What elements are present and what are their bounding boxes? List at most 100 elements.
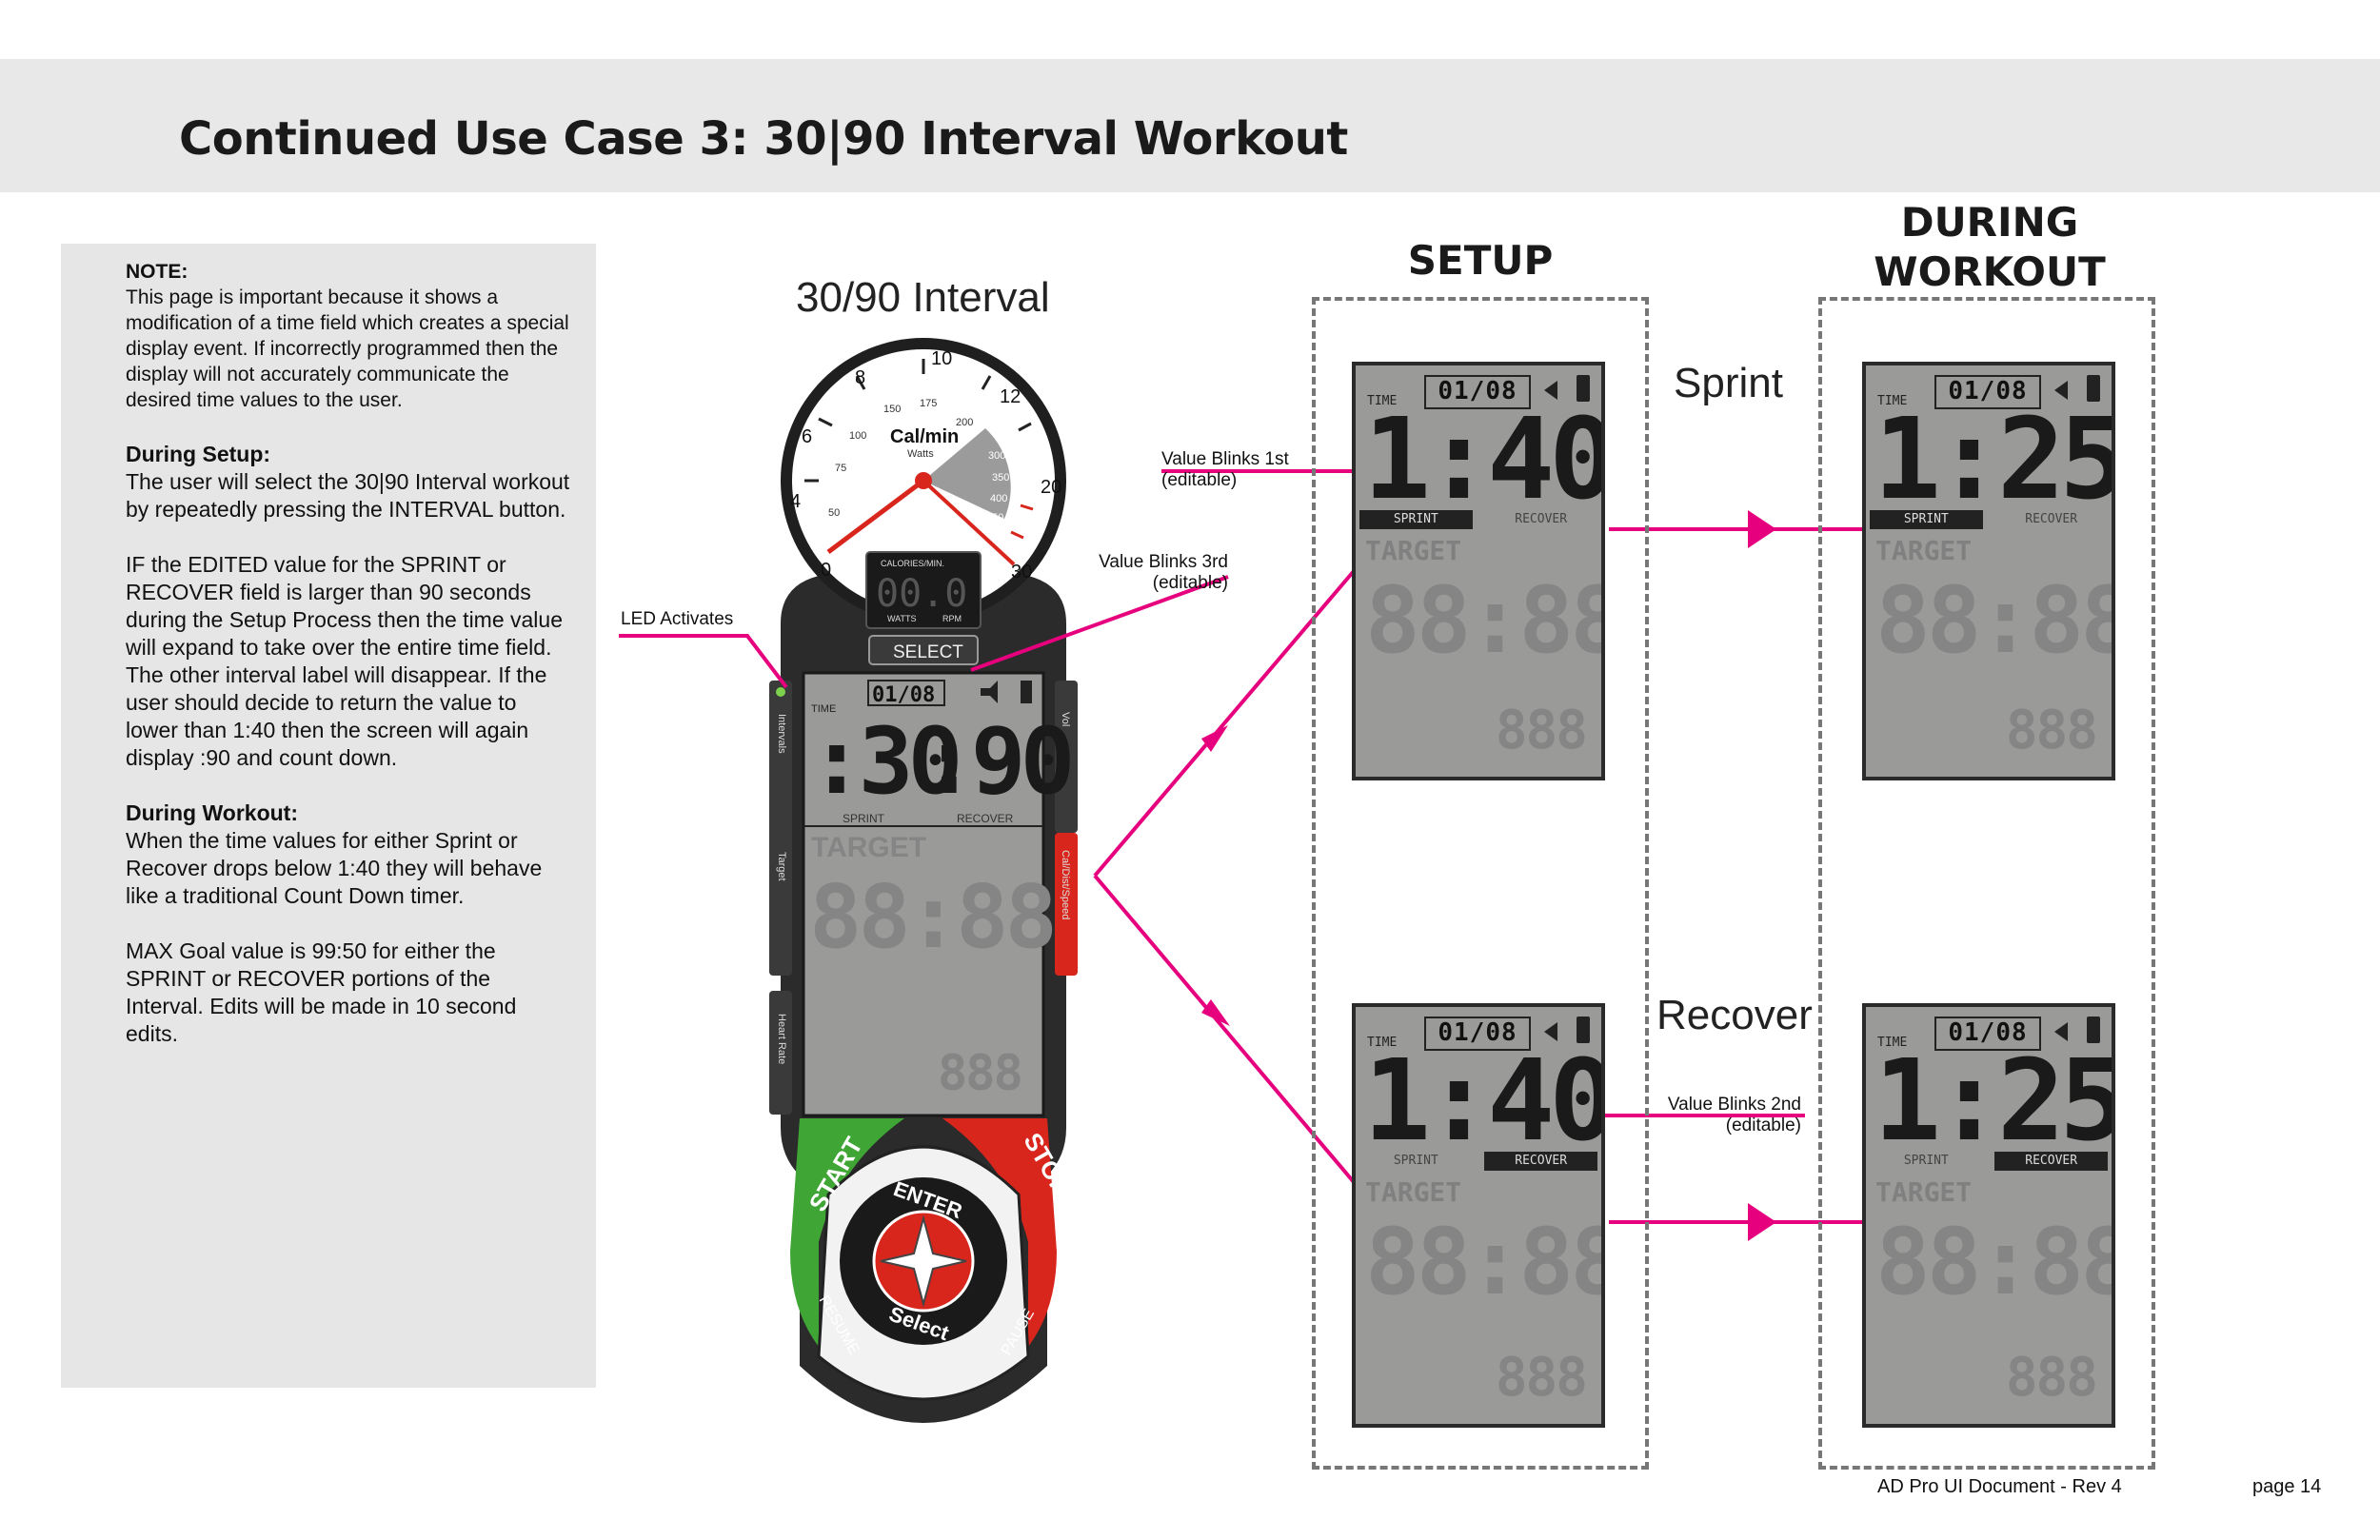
blink3-callout-line <box>970 575 1229 672</box>
lcd-time-label: TIME <box>1877 1036 1908 1050</box>
lcd-target-label: TARGET <box>1365 535 1462 566</box>
device-lcd-ghost-small: 888 <box>938 1045 1021 1102</box>
gauge-needle-red <box>826 479 925 554</box>
select-label: SELECT <box>893 642 963 662</box>
lcd-ghost-small: 888 <box>1495 700 1588 761</box>
during-dashed-box <box>1818 297 2155 1470</box>
side-label-target: Target <box>776 852 787 881</box>
led-indicator <box>776 687 785 697</box>
side-label-intervals: Intervals <box>776 714 787 754</box>
blink1-sub: (editable) <box>1161 470 1238 490</box>
lcd-tab-sprint: SPRINT <box>1903 1154 1949 1168</box>
side-label-heartrate: Heart Rate <box>776 1014 787 1064</box>
gauge-inner-175: 175 <box>920 398 937 409</box>
gauge-inner-350: 350 <box>992 472 1009 484</box>
lcd-ghost-digits: 88:88 <box>1365 567 1605 674</box>
lcd-ghost-small: 888 <box>2005 700 2098 761</box>
compass-star <box>880 1214 967 1308</box>
lcd-during-sprint: 01/08 TIME 1:25 SPRINT RECOVER TARGET 88… <box>1862 362 2115 780</box>
gauge-tick-12: 12 <box>1000 386 1021 407</box>
lcd-target-label: TARGET <box>1875 1176 1973 1208</box>
lcd-during-recover: 01/08 TIME 1:25 SPRINT RECOVER TARGET 88… <box>1862 1003 2115 1428</box>
device-lcd-recover-value: :90 <box>922 708 1071 815</box>
gauge-tick-4: 4 <box>790 491 801 512</box>
side-button-left-2 <box>769 833 792 976</box>
blink3-sub: (editable) <box>1152 573 1228 593</box>
blink1-text: Value Blinks 1st <box>1161 449 1289 469</box>
sprint-arrowhead <box>1748 510 1776 548</box>
branch-down-line <box>1093 874 1356 1184</box>
blink2-callout: Value Blinks 2nd (editable) <box>1630 1095 1801 1136</box>
start-button <box>790 1118 904 1347</box>
device-lcd-ghost-digits: 88:88 <box>809 866 1054 968</box>
gauge-inner-200: 200 <box>956 417 973 428</box>
gauge-tick-0: 0 <box>821 560 831 581</box>
setup-heading: During Setup: <box>126 442 271 466</box>
gauge-inner-50: 50 <box>828 507 840 519</box>
blink2-text: Value Blinks 2nd <box>1667 1095 1801 1115</box>
lcd-ghost-digits: 88:88 <box>1365 1209 1605 1315</box>
recover-arrowhead <box>1748 1203 1776 1241</box>
edited-body: IF the EDITED value for the SPRINT or RE… <box>126 552 564 770</box>
during-line2: WORKOUT <box>1874 248 2106 295</box>
led-callout: LED Activates <box>621 609 733 630</box>
lcd-time-value: 1:25 <box>1874 1035 2115 1166</box>
gauge-inner-450: 450 <box>986 512 1003 523</box>
lcd-target-label: TARGET <box>1365 1176 1462 1208</box>
max-body: MAX Goal value is 99:50 for either the S… <box>126 938 517 1046</box>
lcd-time-label: TIME <box>1877 394 1908 408</box>
lcd-interval: 01/08 <box>1424 375 1531 409</box>
lcd-tab-recover: RECOVER <box>1484 1152 1597 1171</box>
device-lcd <box>802 671 1045 1117</box>
speaker-icon <box>2054 1022 2068 1041</box>
gauge-inner-75: 75 <box>835 463 846 474</box>
side-button-right-1 <box>1055 681 1078 833</box>
battery-icon <box>1577 375 1590 402</box>
gauge-unit: Cal/min <box>890 426 959 447</box>
lcd-tab-recover: RECOVER <box>1515 512 1568 526</box>
gauge-tick-20: 20 <box>1041 477 1061 498</box>
workout-body: When the time values for either Sprint o… <box>126 828 543 908</box>
side-button-left-3 <box>769 991 792 1115</box>
device-lcd-tab-recover: RECOVER <box>957 812 1014 825</box>
device-lcd-interval: 01/08 <box>872 683 935 707</box>
workout-heading: During Workout: <box>126 800 298 825</box>
note-text: NOTE: This page is important because it … <box>126 259 573 1076</box>
gauge-red-zone <box>923 428 1011 519</box>
lcd-ghost-small: 888 <box>2005 1347 2098 1409</box>
lcd-tab-recover: RECOVER <box>1994 1152 2108 1171</box>
page-title: Continued Use Case 3: 30|90 Interval Wor… <box>179 112 1348 166</box>
footer-doc: AD Pro UI Document - Rev 4 <box>1877 1476 2122 1497</box>
calories-rpm: RPM <box>942 614 962 623</box>
blink1-callout: Value Blinks 1st (editable) <box>1161 449 1289 491</box>
gauge-inner-300: 300 <box>988 450 1005 462</box>
device-lcd-sprint-value: :30 <box>809 708 959 815</box>
lcd-tab-sprint: SPRINT <box>1393 1154 1438 1168</box>
calories-window <box>865 551 982 629</box>
gauge-sub: Watts <box>907 448 934 460</box>
setup-header: SETUP <box>1407 237 1554 284</box>
device-title: 30/90 Interval <box>796 274 1050 321</box>
led-callout-text: LED Activates <box>621 609 734 629</box>
note-heading: NOTE: <box>126 261 188 283</box>
lcd-interval: 01/08 <box>1424 1017 1531 1051</box>
lcd-time-value: 1:40 <box>1363 1035 1605 1166</box>
calories-label: CALORIES/MIN. <box>881 559 944 568</box>
branch-up-line <box>1093 569 1356 878</box>
setup-body: The user will select the 30|90 Interval … <box>126 469 570 522</box>
side-button-right-2 <box>1055 833 1078 976</box>
calories-value: 00.0 <box>876 572 967 616</box>
gauge-inner-400: 400 <box>990 493 1007 504</box>
device-lcd-tab-sprint: SPRINT <box>843 812 885 825</box>
gauge-needle-dark <box>922 479 1016 566</box>
note-body: This page is important because it shows … <box>126 286 569 411</box>
lcd-tab-recover: RECOVER <box>2025 512 2078 526</box>
side-label-vol: Vol <box>1060 712 1071 726</box>
lcd-ghost-digits: 88:88 <box>1875 567 2115 674</box>
note-panel <box>61 244 596 1388</box>
recover-label: Recover <box>1656 992 1813 1038</box>
device-illustration: 0 4 6 8 10 12 20 30 50 75 100 150 175 20… <box>769 338 1078 1423</box>
branch-up-arrowhead <box>1201 725 1228 752</box>
device-lcd-target: TARGET <box>811 832 926 863</box>
battery-icon <box>2087 375 2100 402</box>
